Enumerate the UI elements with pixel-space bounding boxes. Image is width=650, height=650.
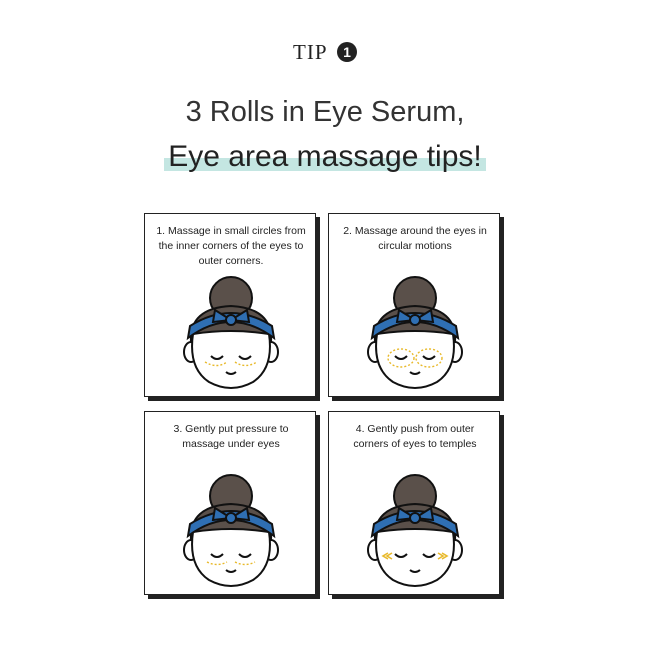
face: [191, 528, 271, 587]
smile: [225, 569, 237, 573]
closed-eye-left: [394, 553, 408, 558]
massage-card-2: 2. Massage around the eyes in circular m…: [328, 213, 504, 401]
bandana-icon: [370, 308, 460, 341]
title-line-2-wrap: Eye area massage tips!: [0, 140, 650, 174]
massage-card-1: 1. Massage in small circles from the inn…: [144, 213, 320, 401]
massage-path-under-eyes-icon: [204, 361, 258, 367]
bandana-icon: [370, 506, 460, 539]
massage-card-3: 3. Gently put pressure to massage under …: [144, 411, 320, 599]
title-line-2-text: Eye area massage tips!: [168, 140, 482, 173]
card-caption: 4. Gently push from outer corners of eye…: [353, 423, 477, 450]
face-illustration: [367, 474, 463, 587]
pressure-dots-under-eyes-icon: [206, 561, 256, 566]
closed-eye-right: [238, 553, 252, 558]
closed-eye-right: [422, 553, 436, 558]
card-caption: 2. Massage around the eyes in circular m…: [343, 225, 487, 252]
title-line-2: Eye area massage tips!: [164, 140, 486, 174]
face: [191, 330, 271, 389]
closed-eye-right: [238, 355, 252, 360]
tip-number-badge: 1: [336, 42, 357, 62]
massage-circle-around-eyes-icon: [387, 348, 443, 368]
bandana-icon: [186, 506, 276, 539]
card-box: 3. Gently put pressure to massage under …: [144, 411, 316, 595]
card-caption: 1. Massage in small circles from the inn…: [156, 225, 306, 267]
smile: [409, 569, 421, 573]
smile: [225, 371, 237, 375]
push-to-temples-arrows-icon: [381, 552, 449, 560]
title-highlight: [164, 158, 486, 171]
face-illustration: [183, 474, 279, 587]
massage-card-4: 4. Gently push from outer corners of eye…: [328, 411, 504, 599]
face-illustration: [367, 276, 463, 389]
closed-eye-right: [422, 355, 436, 360]
card-caption: 3. Gently put pressure to massage under …: [173, 423, 289, 450]
closed-eye-left: [210, 553, 224, 558]
tip-label: TIP: [293, 40, 327, 64]
closed-eye-left: [394, 355, 408, 360]
face: [375, 330, 455, 389]
bandana-icon: [186, 308, 276, 341]
card-box: 2. Massage around the eyes in circular m…: [328, 213, 500, 397]
smile: [409, 371, 421, 375]
title-line-1: 3 Rolls in Eye Serum,: [185, 96, 465, 128]
card-box: 1. Massage in small circles from the inn…: [144, 213, 316, 397]
card-box: 4. Gently push from outer corners of eye…: [328, 411, 500, 595]
face: [375, 528, 455, 587]
closed-eye-left: [210, 355, 224, 360]
tip-heading: TIP 1: [0, 40, 650, 65]
face-illustration: [183, 276, 279, 389]
